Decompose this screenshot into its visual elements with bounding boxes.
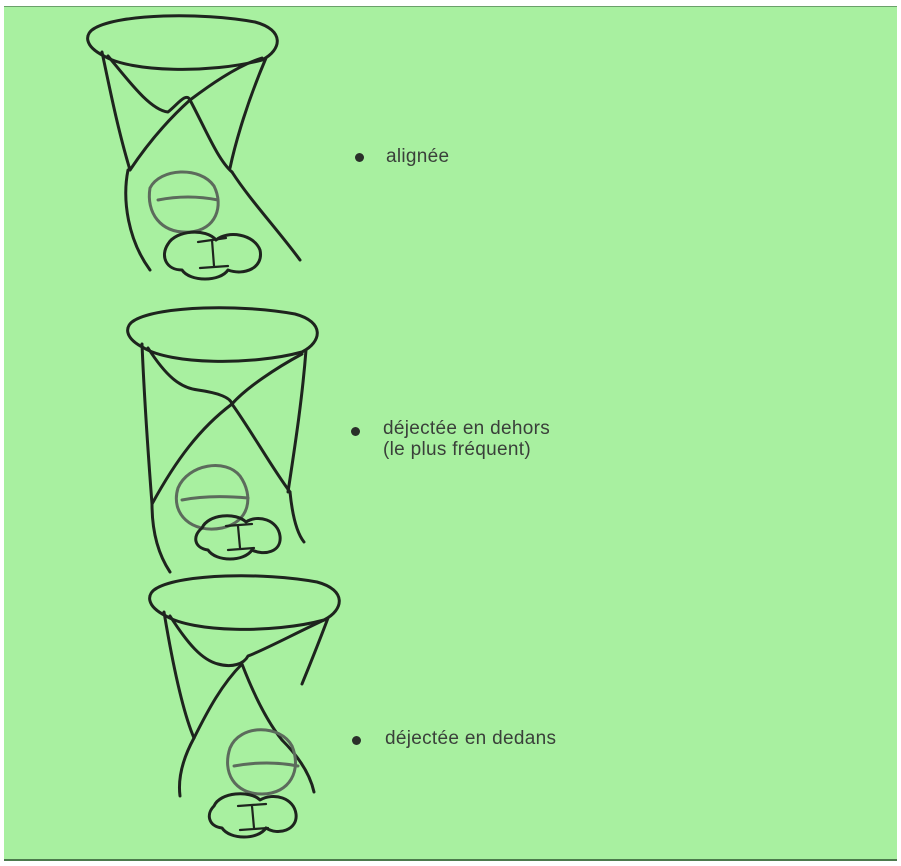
- bullet-aligned: [355, 153, 364, 162]
- label-outward-line2: (le plus fréquent): [383, 439, 531, 461]
- bullet-inward: [352, 736, 361, 745]
- label-aligned: alignée: [386, 146, 449, 168]
- label-inward: déjectée en dedans: [385, 728, 556, 750]
- label-outward-line1: déjectée en dehors: [383, 418, 550, 440]
- bullet-outward: [351, 427, 360, 436]
